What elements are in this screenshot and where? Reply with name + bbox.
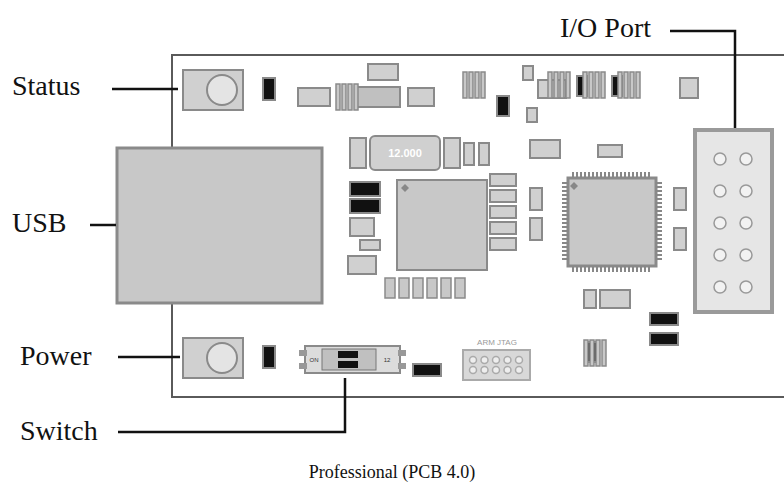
leader-lines [90, 31, 735, 432]
dip-switch [305, 346, 400, 373]
header-label: ARM JTAG [477, 339, 517, 347]
io-port [695, 130, 772, 312]
crystal-frequency: 12.000 [388, 148, 422, 159]
part-label: USB [12, 207, 66, 239]
power-led [183, 338, 243, 378]
usb-chip [397, 180, 487, 270]
switch-marking: 12 [384, 357, 391, 363]
usb-connector [117, 148, 322, 303]
part-label: Switch [20, 415, 98, 447]
status-led [183, 70, 243, 110]
part-label: I/O Port [560, 12, 651, 44]
figure-caption: Professional (PCB 4.0) [309, 462, 476, 483]
crystal [370, 136, 440, 170]
arm-processor [568, 178, 656, 266]
part-label: Power [20, 340, 92, 372]
part-label: Status [12, 70, 80, 102]
jtag-header [463, 350, 530, 380]
switch-marking: ON [310, 357, 319, 363]
